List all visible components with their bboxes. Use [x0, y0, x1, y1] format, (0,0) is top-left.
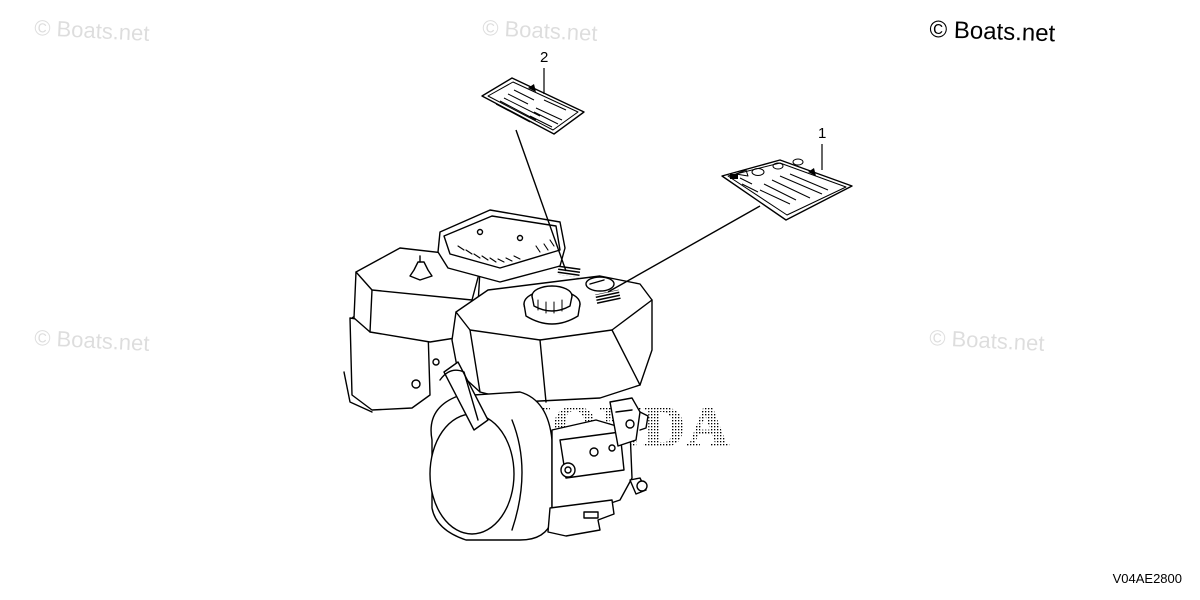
fuel-gauge — [585, 276, 615, 292]
label-1-location — [595, 289, 621, 305]
mounting-base — [547, 499, 615, 537]
leader-line-1 — [607, 205, 761, 293]
label-2-location — [557, 264, 581, 278]
callout-number-2: 2 — [540, 49, 548, 66]
starter-grip — [443, 361, 489, 431]
engine-body — [343, 209, 653, 541]
wing-nut — [409, 261, 433, 281]
diagram-code: V04AE2800 — [1112, 571, 1182, 586]
label-2-decal — [481, 77, 585, 135]
recoil-cover — [429, 413, 515, 535]
label-1-decal — [721, 158, 853, 221]
leader-line-2 — [515, 129, 567, 272]
callout-number-1: 1 — [818, 125, 826, 142]
